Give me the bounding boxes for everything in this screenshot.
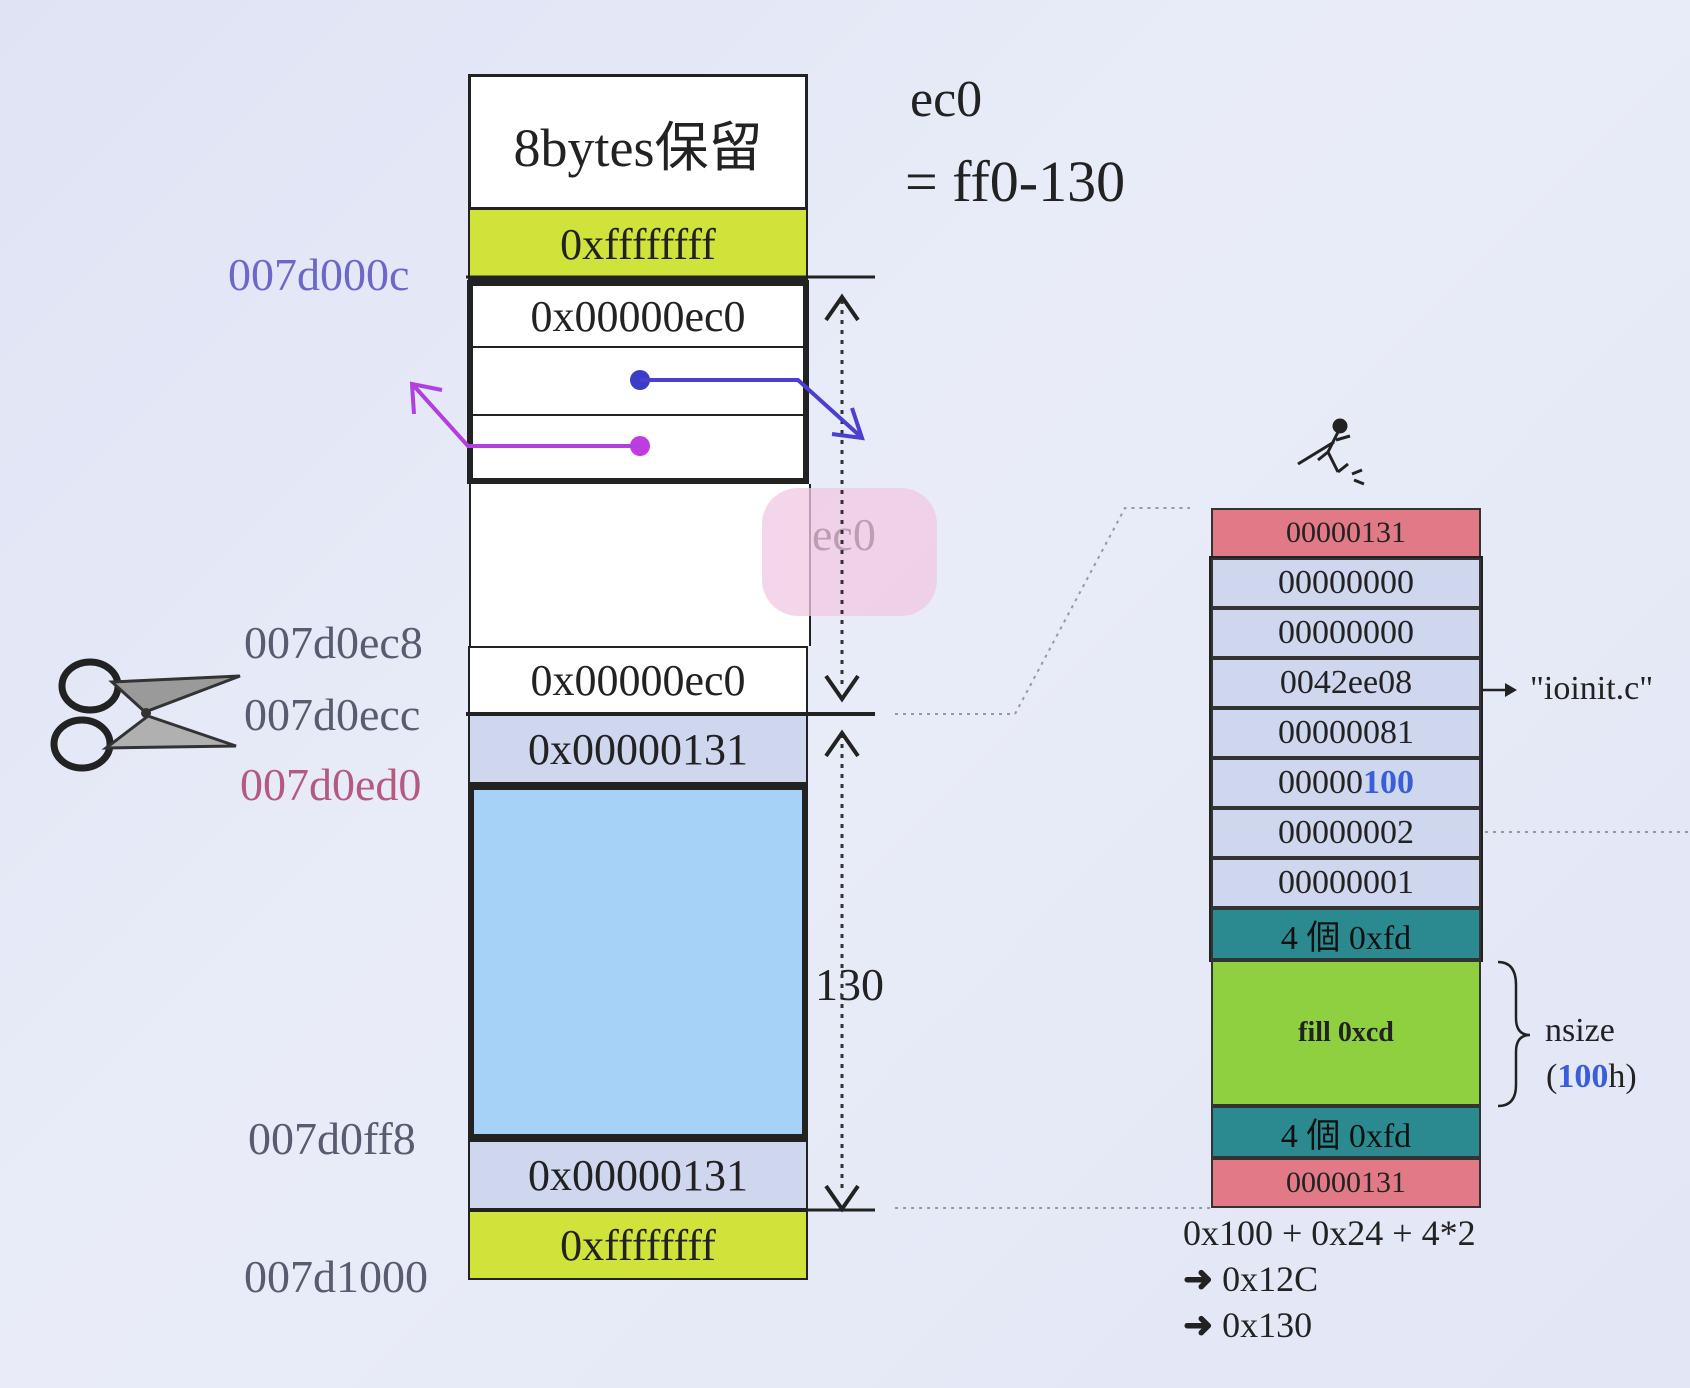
top-fill-cell: 0xffffffff [468,208,808,280]
right-cell: 00000081 [1211,708,1481,758]
size-highlight: 100 [1363,764,1414,801]
nsize-label: nsize [1545,1012,1615,1049]
brace-icon [1497,960,1531,1108]
free-footer-cell: 0x00000ec0 [468,646,808,714]
up-arrowhead [824,293,860,322]
right-cell-teal: 4 個 0xfd [1211,908,1481,960]
right-cell: 00000000 [1211,558,1481,608]
right-cell-pink: 00000131 [1211,508,1481,558]
pointer-arrow-magenta [412,384,640,448]
right-cell-teal: 4 個 0xfd [1211,1106,1481,1158]
alloc-data-region [468,784,808,1140]
pointer-arrowhead [1505,683,1517,697]
calc-line-1: 0x100 + 0x24 + 4*2 [1183,1213,1476,1253]
address-label: 007d0ec8 [244,617,423,668]
connector-dotted [895,507,1190,715]
bottom-fill-cell: 0xffffffff [468,1210,808,1280]
right-cell: 00000002 [1211,808,1481,858]
address-label: 007d0ed0 [240,759,422,810]
reserved-cell: 8bytes保留 [468,74,808,210]
right-cell-pink: 00000131 [1211,1158,1481,1208]
free-header-cell: 0x00000ec0 [473,286,803,348]
nsize-value: (100h) [1546,1058,1637,1095]
free-block-border [467,280,809,484]
right-cell-green: fill 0xcd [1211,960,1481,1106]
scissors-icon [50,658,241,772]
alloc-footer-cell: 0x00000131 [468,1140,808,1210]
right-cell: 00000000 [1211,608,1481,658]
size-prefix: 00000 [1278,764,1363,801]
pointer-arrowhead-magenta [409,381,443,415]
address-label: 007d000c [228,249,410,300]
stick-figure-icon [1297,418,1365,486]
calc-line-3: ➜ 0x130 [1183,1305,1313,1345]
down-arrowhead [824,1184,860,1213]
up-arrowhead [824,729,860,758]
pointer-label: "ioinit.c" [1530,670,1654,707]
alloc-header-cell: 0x00000131 [468,714,808,784]
calc-line-2: ➜ 0x12C [1183,1259,1319,1299]
pointer-arrow-blue [640,378,862,438]
formula-line2: = ff0-130 [905,149,1126,214]
address-label: 007d0ff8 [248,1113,416,1164]
formula-line1: ec0 [910,71,983,128]
address-label: 007d0ecc [244,689,421,740]
highlight-blob [762,488,937,616]
down-arrowhead [824,674,860,703]
right-cell: 0042ee08 [1211,658,1481,708]
address-label: 007d1000 [244,1251,428,1302]
arrow-icon: ➜ [1183,1305,1214,1345]
nsize-highlight: 100 [1557,1058,1609,1095]
arrow-icon: ➜ [1183,1259,1214,1299]
span-label-130: 130 [815,959,884,1010]
pointer-arrowhead-blue [831,407,865,441]
right-cell: 00000001 [1211,858,1481,908]
